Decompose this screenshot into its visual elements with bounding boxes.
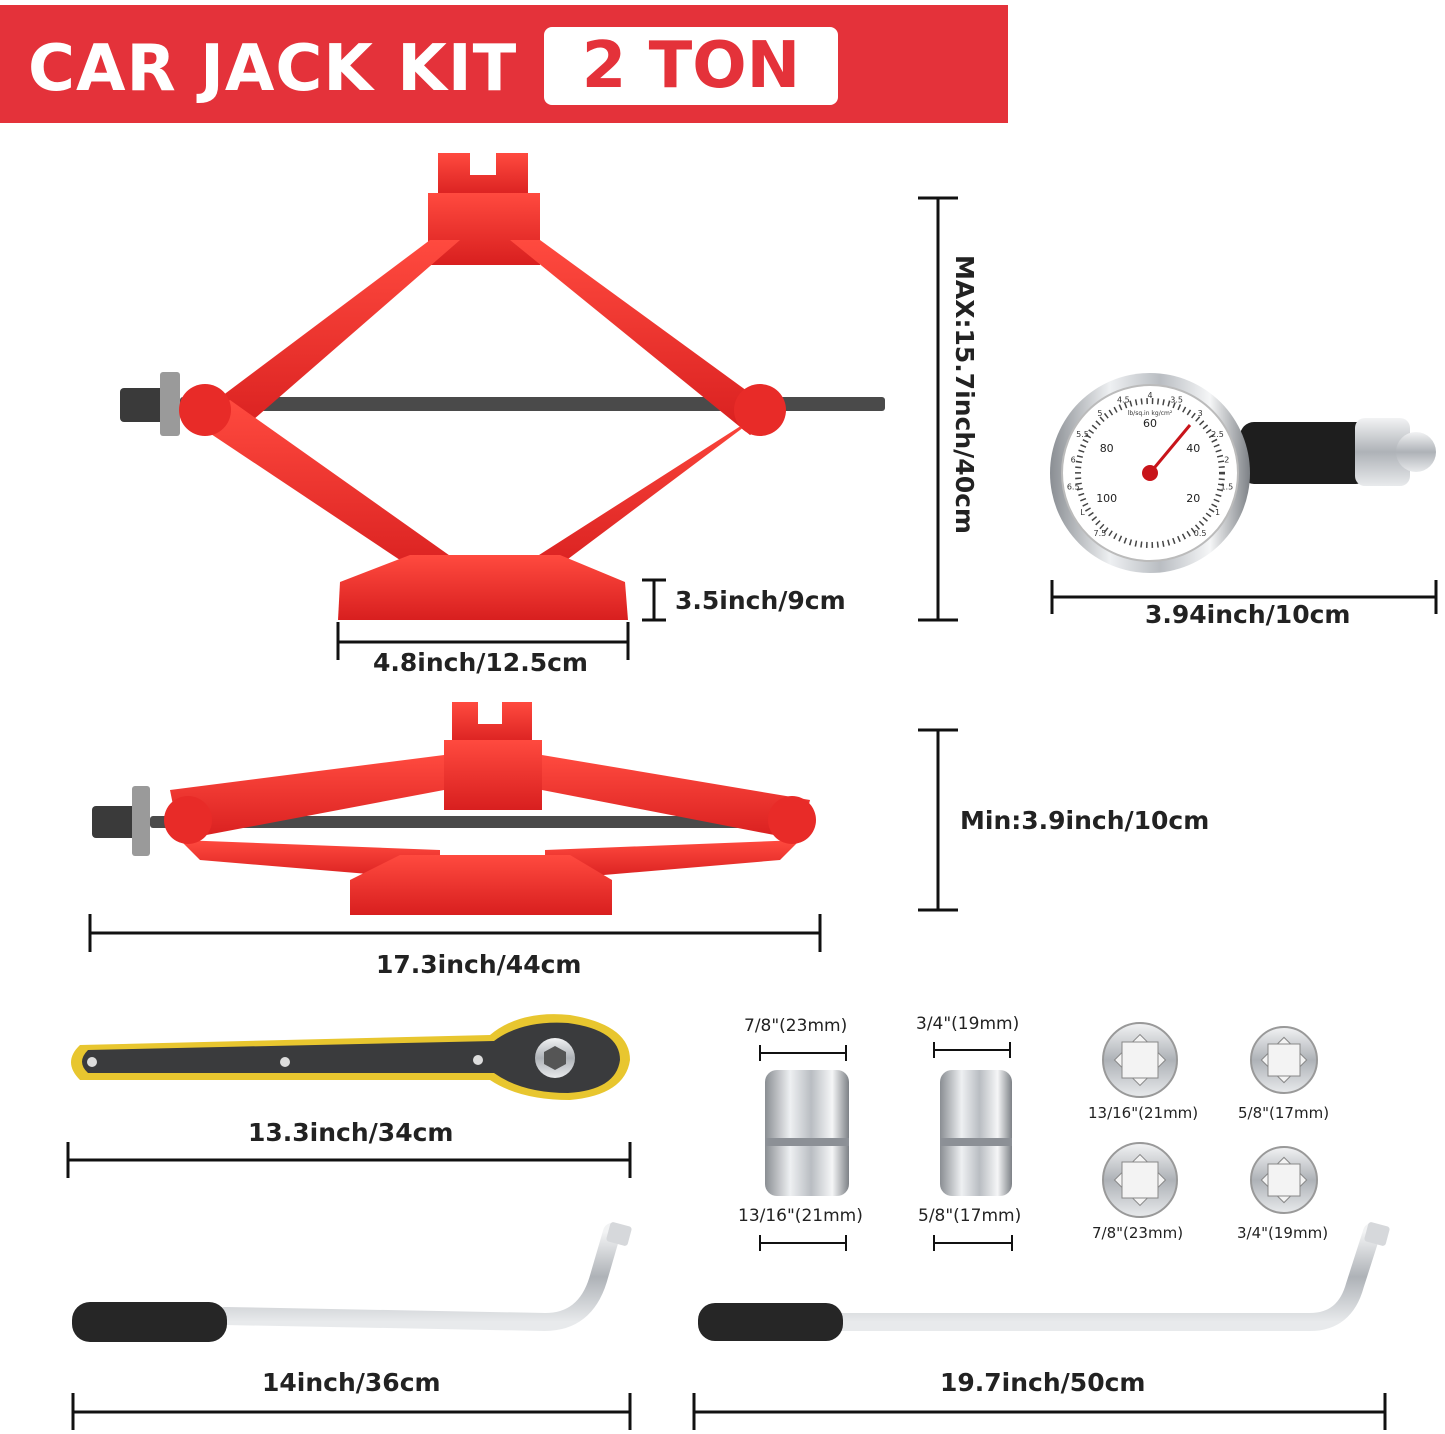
gauge-tick-label: 20 [1186,492,1200,505]
gauge-hose [1240,422,1370,484]
long-wrench-dimension [692,1393,1387,1430]
gauge-tick-label: 2 [1224,455,1229,464]
max-height-label: MAX:15.7inch/40cm [950,255,979,534]
base-height-label: 3.5inch/9cm [675,586,846,615]
base-width-dimension [336,622,630,660]
socket-dimension-lines [759,1042,1013,1251]
socket-size-label: 7/8"(23mm) [744,1016,848,1036]
gauge-tick-label: 1 [1215,508,1220,517]
socket-end-label: 7/8"(23mm) [1092,1224,1184,1242]
gauge-tick-label: 1.5 [1220,483,1233,492]
gauge-tick-label: L [1080,508,1085,517]
socket-size-label: 13/16"(21mm) [738,1206,863,1226]
lug-wrench-short [72,1222,632,1342]
gauge-tick-label: 7.5 [1093,529,1106,538]
gauge-tick-label: 4 [1147,391,1152,400]
gauge-tick-label: 3 [1198,409,1203,418]
gauge-tick-label: 4.5 [1117,396,1130,405]
socket-end-label: 3/4"(19mm) [1237,1224,1329,1242]
socket-large [765,1070,849,1196]
socket-small [940,1070,1012,1196]
socket-end-views [1102,1022,1318,1218]
gauge-tick-label: 0.5 [1194,529,1207,538]
gauge-width-dimension [1050,580,1438,614]
socket-end-label: 5/8"(17mm) [1238,1104,1330,1122]
lug-wrench-long [698,1222,1390,1341]
capacity-badge: 2 TON [544,27,838,105]
min-height-dimension [918,728,958,912]
max-height-dimension [918,196,958,622]
ratchet-length-dimension [66,1142,632,1178]
jack-base [338,555,628,620]
tire-pressure-gauge [1050,373,1436,573]
gauge-tick-label: 60 [1143,417,1157,430]
short-wrench-length-label: 14inch/36cm [262,1368,441,1397]
gauge-tick-label: 5 [1097,409,1102,418]
gauge-width-label: 3.94inch/10cm [1145,600,1351,629]
scissor-jack-collapsed [92,702,816,915]
gauge-tick-label: 100 [1096,492,1117,505]
gauge-tick-label: 40 [1186,442,1200,455]
banner-title: CAR JACK KIT [28,32,518,106]
socket-size-label: 5/8"(17mm) [918,1206,1022,1226]
socket-size-label: 3/4"(19mm) [916,1014,1020,1034]
gauge-unit-label: lb/sq.in kg/cm² [1128,410,1173,417]
long-wrench-length-label: 19.7inch/50cm [940,1368,1146,1397]
gauge-tick-label: 3.5 [1170,396,1183,405]
gauge-tick-label: 6.5 [1067,483,1080,492]
base-width-label: 4.8inch/12.5cm [373,648,588,677]
gauge-tick-label: 6 [1071,455,1076,464]
ratchet-length-label: 13.3inch/34cm [248,1118,454,1147]
short-wrench-dimension [71,1393,632,1430]
capacity-badge-text: 2 TON [581,29,801,103]
jack-length-label: 17.3inch/44cm [376,950,582,979]
socket-end-label: 13/16"(21mm) [1088,1104,1199,1122]
jack-arm [190,240,460,440]
gauge-tick-label: 5.5 [1076,430,1089,439]
base-height-dimension [642,578,666,622]
jack-length-dimension [88,914,822,952]
min-height-label: Min:3.9inch/10cm [960,806,1210,835]
gauge-needle [1148,424,1192,474]
title-banner: CAR JACK KIT 2 TON [0,5,1008,123]
gauge-tick-label: 80 [1100,442,1114,455]
scissor-jack-extended [120,153,885,620]
gauge-tick-label: 2.5 [1211,430,1224,439]
ratchet-handle [71,1014,630,1100]
